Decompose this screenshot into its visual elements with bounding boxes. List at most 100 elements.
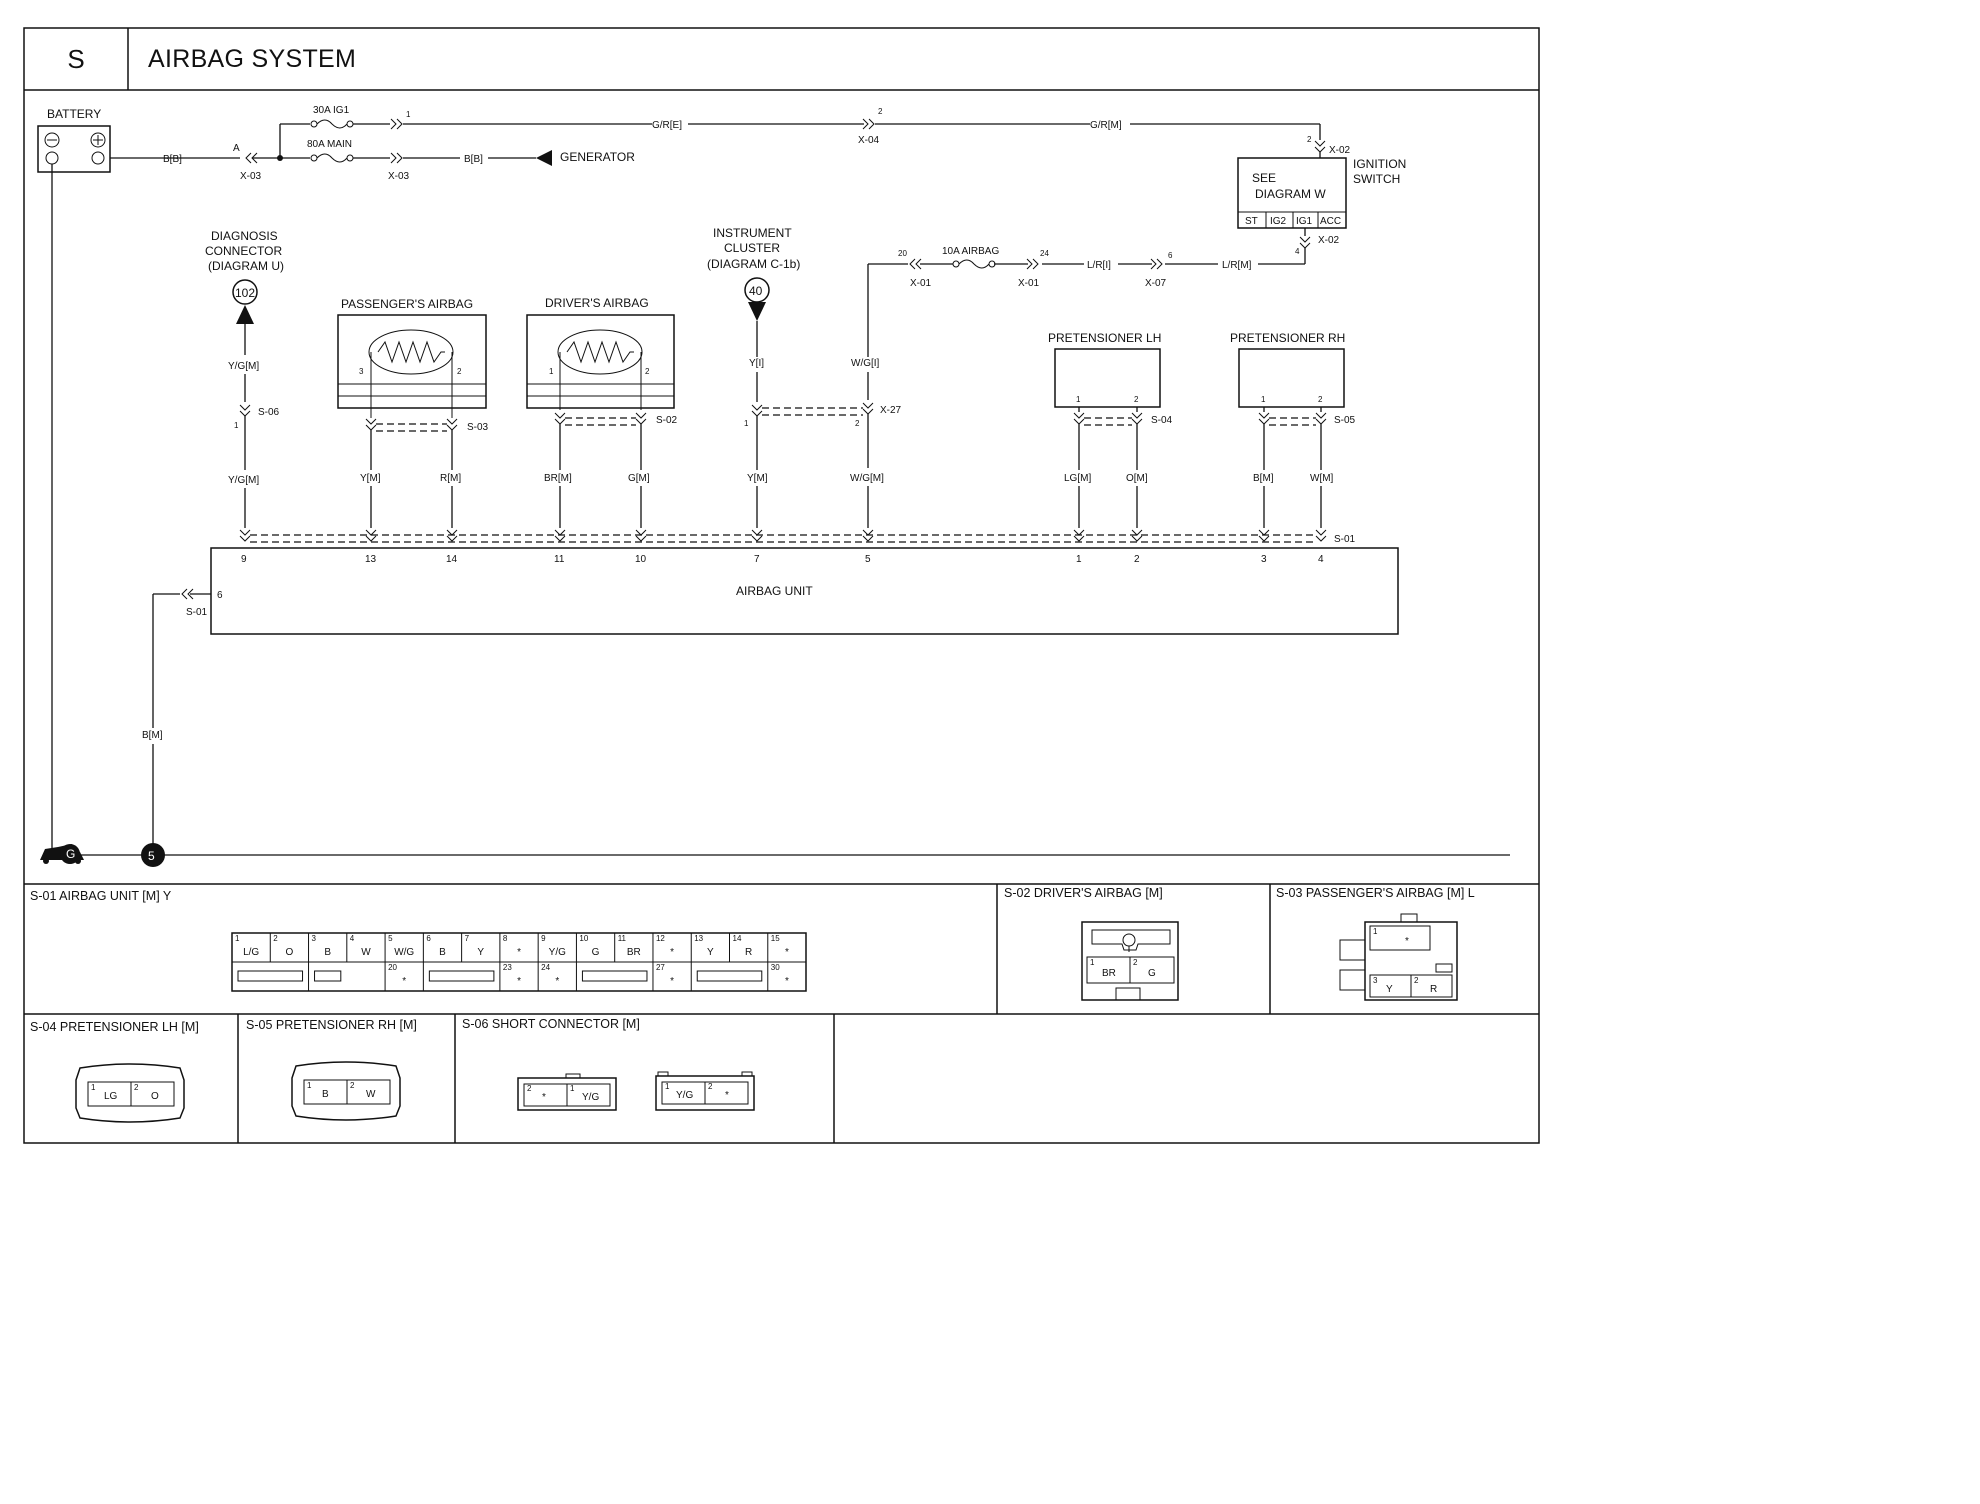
svg-text:G: G (66, 847, 75, 861)
svg-text:2: 2 (527, 1084, 532, 1093)
s01-pin-wire: B (324, 947, 331, 958)
svg-text:Y[I]: Y[I] (749, 358, 764, 369)
svg-text:X-02: X-02 (1329, 145, 1351, 156)
s01-blank-slot (696, 970, 763, 982)
svg-text:B[B]: B[B] (464, 154, 483, 165)
s06-connector-left: 2 * 1 Y/G (517, 1073, 617, 1111)
panel-title-s02: S-02 DRIVER'S AIRBAG [M] (1004, 886, 1163, 900)
s01-pin-wire: G (592, 947, 600, 958)
driver-airbag: DRIVER'S AIRBAG 1 2 (526, 296, 675, 410)
svg-text:1: 1 (406, 110, 411, 119)
svg-text:X-07: X-07 (1145, 278, 1167, 289)
svg-text:Y: Y (1386, 984, 1393, 995)
svg-text:14: 14 (446, 554, 458, 565)
svg-text:*: * (1405, 936, 1409, 947)
airbag-unit: AIRBAG UNIT 9 13 14 11 10 7 5 1 2 3 4 6 (210, 547, 1399, 635)
s01-pin-wire: W (361, 947, 371, 958)
svg-text:IG1: IG1 (1296, 216, 1313, 227)
svg-text:R[M]: R[M] (440, 473, 461, 484)
s01-pin-wire: * (555, 976, 559, 987)
svg-text:PRETENSIONER LH: PRETENSIONER LH (1048, 331, 1161, 345)
s02-connector-face: 1 BR 2 G (1081, 921, 1179, 1001)
svg-text:DIAGNOSIS: DIAGNOSIS (211, 229, 278, 243)
svg-text:B[M]: B[M] (142, 730, 163, 741)
svg-text:5: 5 (148, 849, 155, 863)
svg-text:S-01: S-01 (1334, 534, 1356, 545)
svg-text:BR[M]: BR[M] (544, 473, 572, 484)
svg-text:1: 1 (744, 419, 749, 428)
svg-text:2: 2 (878, 107, 883, 116)
svg-text:CLUSTER: CLUSTER (724, 241, 780, 255)
svg-text:1: 1 (1076, 554, 1082, 565)
ignition-switch: SEE DIAGRAM W ST IG2 IG1 ACC IGNITION SW… (1237, 157, 1406, 229)
svg-text:2: 2 (1307, 135, 1312, 144)
svg-text:1: 1 (1261, 395, 1266, 404)
s06-connector-right: 1 Y/G 2 * (655, 1071, 755, 1111)
panel-title-s03: S-03 PASSENGER'S AIRBAG [M] L (1276, 886, 1475, 900)
s01-pin-number: 6 (426, 934, 431, 943)
s01-pin-number: 24 (541, 963, 550, 972)
s01-pin-number: 27 (656, 963, 665, 972)
svg-text:S-06: S-06 (258, 407, 280, 418)
s01-pin-number: 2 (273, 934, 278, 943)
s01-pin-wire: BR (627, 947, 641, 958)
generator-arrow (536, 150, 552, 166)
s01-pin-number: 20 (388, 963, 397, 972)
svg-text:1: 1 (234, 421, 239, 430)
svg-text:O: O (151, 1091, 159, 1102)
svg-text:X-27: X-27 (880, 405, 902, 416)
svg-text:L/R[M]: L/R[M] (1222, 260, 1252, 271)
svg-text:1: 1 (570, 1084, 575, 1093)
s01-pin-wire: Y (477, 947, 484, 958)
svg-text:BR: BR (1102, 968, 1116, 979)
svg-text:24: 24 (1040, 249, 1049, 258)
svg-text:2: 2 (1134, 554, 1140, 565)
svg-text:40: 40 (749, 284, 763, 298)
svg-text:20: 20 (898, 249, 907, 258)
s01-pin-wire: Y (707, 947, 714, 958)
svg-text:Y/G[M]: Y/G[M] (228, 361, 259, 372)
svg-text:W[M]: W[M] (1310, 473, 1334, 484)
s01-pin-wire: O (286, 947, 294, 958)
svg-text:2: 2 (134, 1083, 139, 1092)
svg-text:LG: LG (104, 1091, 118, 1102)
s01-blank-slot (581, 970, 648, 982)
fuse-80a-main: 80A MAIN (307, 139, 354, 163)
svg-text:O[M]: O[M] (1126, 473, 1148, 484)
s01-pin-wire: * (517, 947, 521, 958)
svg-text:B[M]: B[M] (1253, 473, 1274, 484)
svg-text:X-01: X-01 (910, 278, 932, 289)
svg-text:X-01: X-01 (1018, 278, 1040, 289)
svg-text:S-03: S-03 (467, 422, 489, 433)
s01-pin-wire: W/G (394, 947, 414, 958)
svg-text:X-03: X-03 (388, 171, 410, 182)
instrument-cluster: INSTRUMENT CLUSTER (DIAGRAM C-1b) 40 (707, 226, 800, 321)
s01-pin-wire: B (439, 947, 446, 958)
svg-text:X-02: X-02 (1318, 235, 1340, 246)
svg-text:Y/G[M]: Y/G[M] (228, 475, 259, 486)
svg-text:(DIAGRAM U): (DIAGRAM U) (208, 259, 284, 273)
svg-text:11: 11 (554, 554, 565, 565)
s01-pin-number: 5 (388, 934, 393, 943)
s04-connector-face: 1 LG 2 O (75, 1063, 185, 1123)
panel-title-s06: S-06 SHORT CONNECTOR [M] (462, 1017, 640, 1031)
svg-text:X-03: X-03 (240, 171, 262, 182)
svg-text:7: 7 (754, 554, 760, 565)
s01-pin-wire: R (745, 947, 752, 958)
svg-text:Y[M]: Y[M] (360, 473, 381, 484)
svg-text:2: 2 (1318, 395, 1323, 404)
s01-pin-number: 13 (694, 934, 703, 943)
svg-text:G/R[M]: G/R[M] (1090, 120, 1122, 131)
svg-text:W/G[M]: W/G[M] (850, 473, 884, 484)
pretensioner-rh: PRETENSIONER RH 1 2 (1230, 331, 1345, 408)
s01-pin-wire: L/G (243, 947, 259, 958)
s01-pin-number: 12 (656, 934, 665, 943)
battery: BATTERY (37, 107, 111, 173)
svg-text:LG[M]: LG[M] (1064, 473, 1091, 484)
svg-text:B: B (322, 1089, 329, 1100)
s01-blank-slot (314, 970, 342, 982)
svg-text:SEE: SEE (1252, 171, 1276, 185)
svg-text:X-04: X-04 (858, 135, 880, 146)
svg-text:*: * (542, 1092, 546, 1103)
